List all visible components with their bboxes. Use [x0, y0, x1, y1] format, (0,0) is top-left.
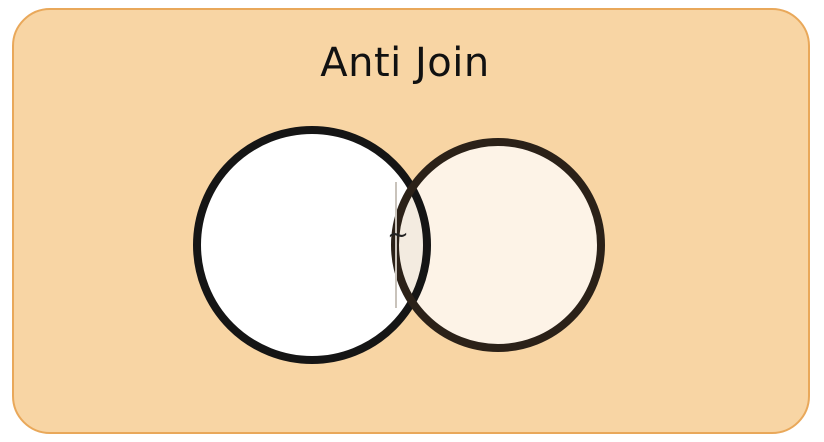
left-set-circle: [197, 130, 427, 360]
left-set-outline: [193, 126, 431, 364]
diagram-title: Anti Join: [320, 40, 490, 86]
intersection-symbol: ~: [387, 220, 409, 250]
right-set-circle: [395, 142, 601, 348]
